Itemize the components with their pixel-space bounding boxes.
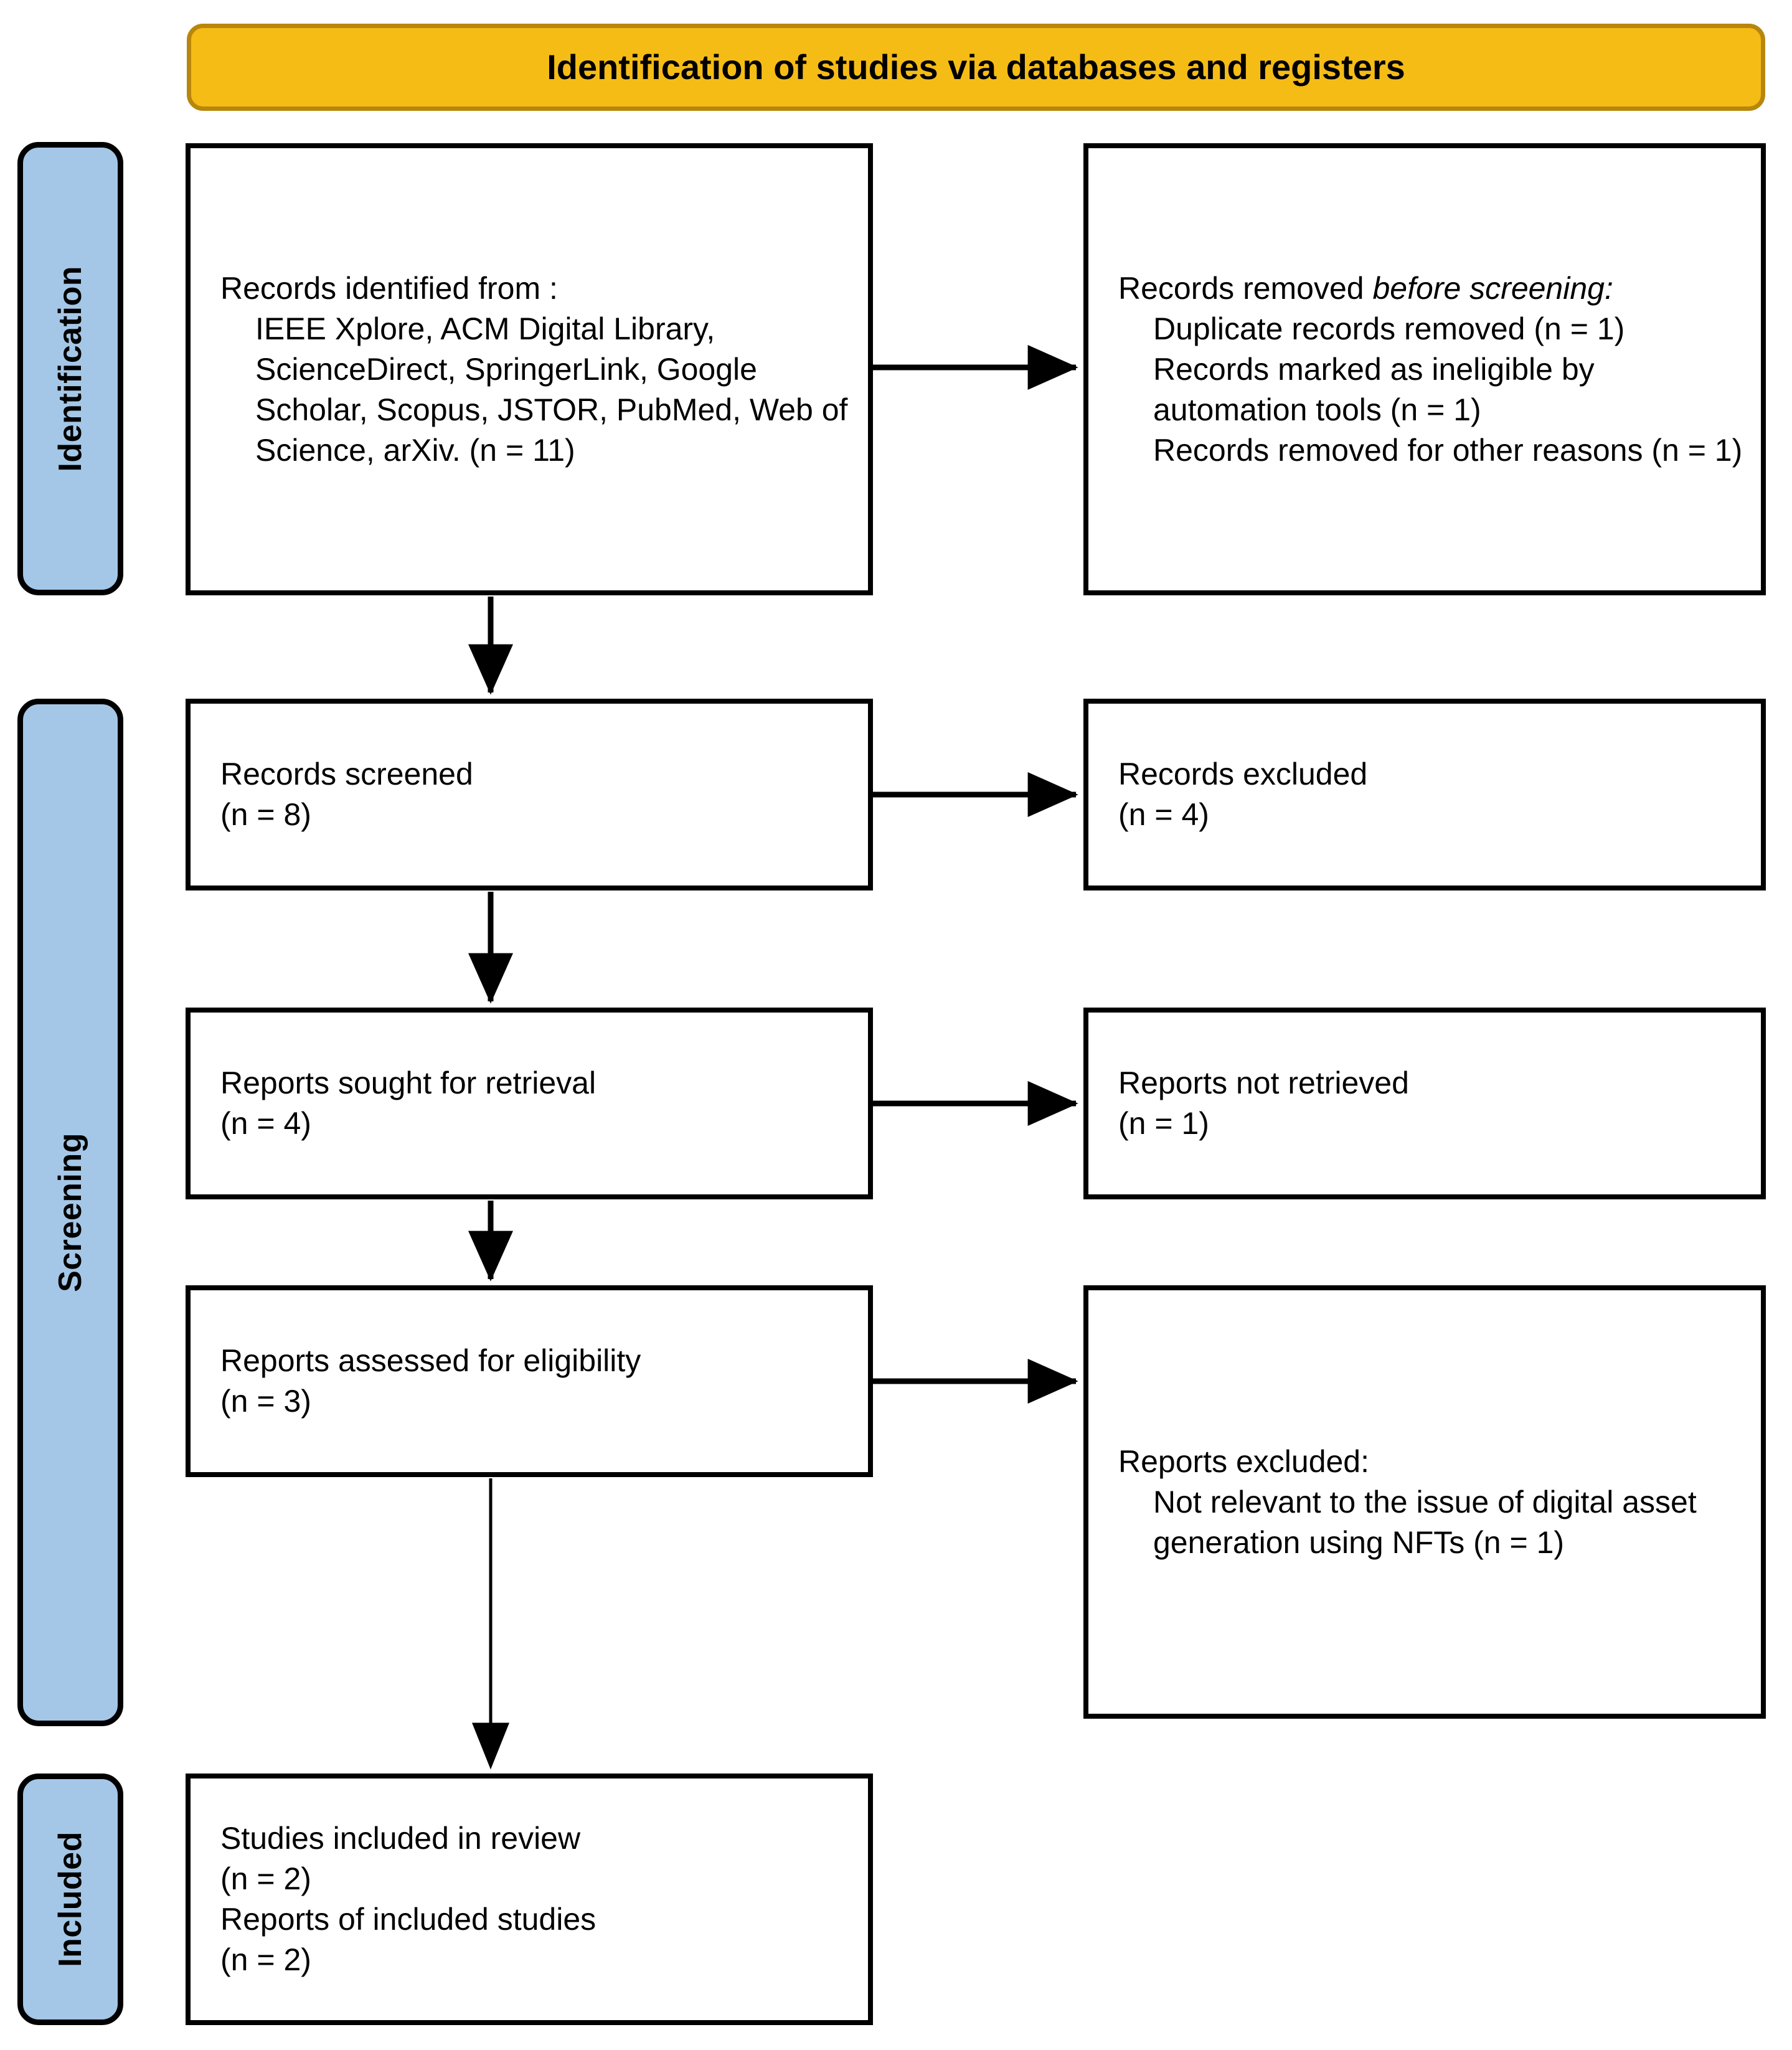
box-records-screened-text: Records screened (n = 8) bbox=[191, 754, 868, 835]
reports-sought-count: (n = 4) bbox=[220, 1106, 311, 1141]
box-records-screened: Records screened (n = 8) bbox=[186, 699, 873, 890]
box-records-removed-text: Records removed before screening: Duplic… bbox=[1088, 268, 1761, 471]
page-title: Identification of studies via databases … bbox=[547, 47, 1405, 87]
box-reports-sought: Reports sought for retrieval (n = 4) bbox=[186, 1008, 873, 1199]
reports-included-label: Reports of included studies bbox=[220, 1902, 597, 1937]
reports-included-count: (n = 2) bbox=[220, 1942, 311, 1977]
records-removed-item-other: Records removed for other reasons (n = 1… bbox=[1153, 432, 1743, 468]
box-records-removed: Records removed before screening: Duplic… bbox=[1083, 143, 1766, 595]
box-reports-assessed-text: Reports assessed for eligibility (n = 3) bbox=[191, 1341, 868, 1422]
stage-label-included: Included bbox=[17, 1774, 123, 2025]
records-excluded-label: Records excluded bbox=[1118, 757, 1368, 791]
box-studies-included-text: Studies included in review (n = 2) Repor… bbox=[191, 1818, 868, 1980]
header-banner: Identification of studies via databases … bbox=[187, 24, 1765, 111]
stage-label-identification: Identification bbox=[17, 142, 123, 595]
records-screened-count: (n = 8) bbox=[220, 797, 311, 832]
box-records-excluded-text: Records excluded (n = 4) bbox=[1088, 754, 1761, 835]
records-excluded-count: (n = 4) bbox=[1118, 797, 1209, 832]
box-reports-excluded: Reports excluded: Not relevant to the is… bbox=[1083, 1285, 1766, 1719]
records-removed-heading-plain: Records removed bbox=[1118, 270, 1373, 306]
records-screened-label: Records screened bbox=[220, 757, 473, 791]
records-removed-item-duplicate: Duplicate records removed (n = 1) bbox=[1153, 311, 1625, 346]
stage-label-text: Screening bbox=[52, 1133, 88, 1292]
box-reports-sought-text: Reports sought for retrieval (n = 4) bbox=[191, 1063, 868, 1144]
box-reports-assessed: Reports assessed for eligibility (n = 3) bbox=[186, 1285, 873, 1477]
box-records-identified-text: Records identified from : IEEE Xplore, A… bbox=[191, 268, 868, 471]
records-removed-heading-tail: : bbox=[1604, 270, 1613, 306]
reports-sought-label: Reports sought for retrieval bbox=[220, 1065, 597, 1100]
stage-label-screening: Screening bbox=[17, 699, 123, 1726]
records-removed-heading-italic: before screening bbox=[1372, 270, 1605, 306]
studies-included-count: (n = 2) bbox=[220, 1861, 311, 1896]
studies-included-label: Studies included in review bbox=[220, 1821, 581, 1856]
box-studies-included: Studies included in review (n = 2) Repor… bbox=[186, 1774, 873, 2025]
box-reports-not-retrieved-text: Reports not retrieved (n = 1) bbox=[1088, 1063, 1761, 1144]
box-records-excluded: Records excluded (n = 4) bbox=[1083, 699, 1766, 890]
reports-not-retrieved-label: Reports not retrieved bbox=[1118, 1065, 1409, 1100]
records-identified-sources: IEEE Xplore, ACM Digital Library, Scienc… bbox=[255, 311, 848, 468]
box-records-identified: Records identified from : IEEE Xplore, A… bbox=[186, 143, 873, 595]
reports-assessed-label: Reports assessed for eligibility bbox=[220, 1343, 641, 1378]
reports-excluded-reason: Not relevant to the issue of digital ass… bbox=[1153, 1484, 1697, 1560]
records-removed-item-ineligible: Records marked as ineligible by automati… bbox=[1153, 351, 1595, 427]
records-identified-line1: Records identified from : bbox=[220, 270, 558, 306]
box-reports-excluded-text: Reports excluded: Not relevant to the is… bbox=[1088, 1442, 1761, 1563]
reports-excluded-heading: Reports excluded: bbox=[1118, 1443, 1370, 1479]
stage-label-text: Identification bbox=[52, 265, 88, 472]
stage-label-text: Included bbox=[52, 1831, 88, 1967]
reports-not-retrieved-count: (n = 1) bbox=[1118, 1106, 1209, 1141]
box-reports-not-retrieved: Reports not retrieved (n = 1) bbox=[1083, 1008, 1766, 1199]
reports-assessed-count: (n = 3) bbox=[220, 1384, 311, 1419]
